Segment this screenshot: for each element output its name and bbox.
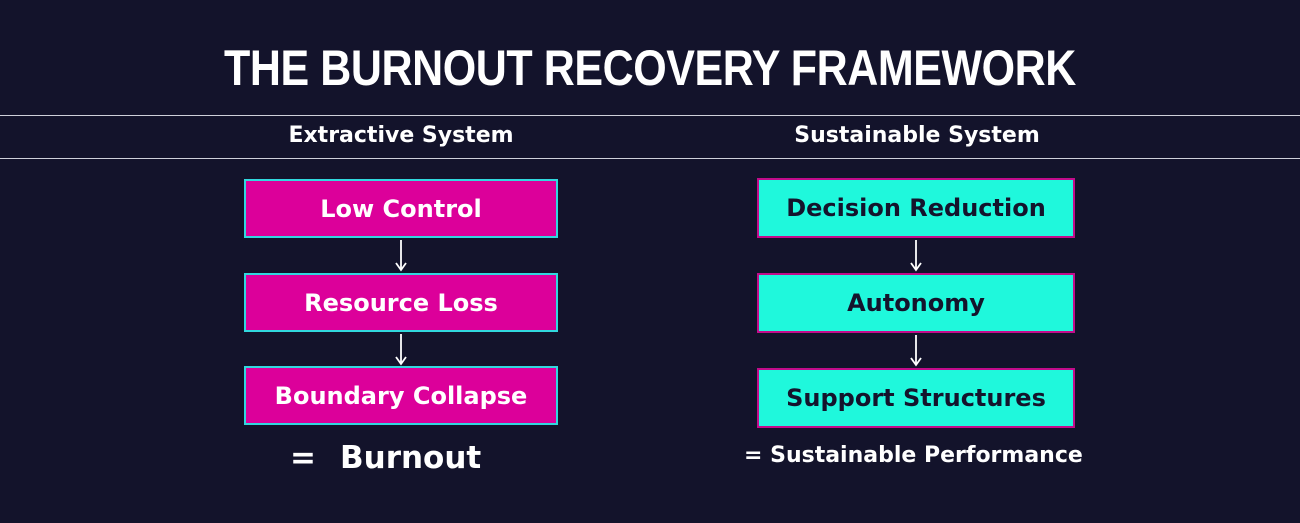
- sustainable-step-label: Autonomy: [847, 289, 985, 317]
- header-divider-bottom: [0, 158, 1300, 159]
- down-arrow-icon: [395, 334, 407, 366]
- sustainable-step-label: Support Structures: [786, 384, 1046, 412]
- extractive-step-label: Boundary Collapse: [274, 381, 528, 410]
- down-arrow-icon: [910, 335, 922, 367]
- extractive-step-boundary-collapse: Boundary Collapse: [244, 366, 558, 425]
- extractive-system-heading: Extractive System: [288, 123, 514, 148]
- sustainable-step-decision-reduction: Decision Reduction: [757, 178, 1075, 238]
- down-arrow-icon: [910, 240, 922, 272]
- sustainable-step-autonomy: Autonomy: [757, 273, 1075, 333]
- extractive-result-label: Burnout: [340, 440, 482, 476]
- page-title: THE BURNOUT RECOVERY FRAMEWORK: [224, 40, 1076, 96]
- sustainable-system-heading: Sustainable System: [794, 123, 1040, 148]
- extractive-step-low-control: Low Control: [244, 179, 558, 238]
- equals-symbol: =: [290, 440, 316, 476]
- extractive-step-label: Low Control: [320, 194, 482, 223]
- extractive-result: = Burnout: [290, 438, 481, 478]
- extractive-step-resource-loss: Resource Loss: [244, 273, 558, 332]
- sustainable-step-support-structures: Support Structures: [757, 368, 1075, 428]
- sustainable-result: = Sustainable Performance: [744, 443, 1083, 468]
- sustainable-step-label: Decision Reduction: [786, 194, 1046, 222]
- extractive-step-label: Resource Loss: [304, 288, 498, 317]
- down-arrow-icon: [395, 240, 407, 272]
- header-divider-top: [0, 115, 1300, 116]
